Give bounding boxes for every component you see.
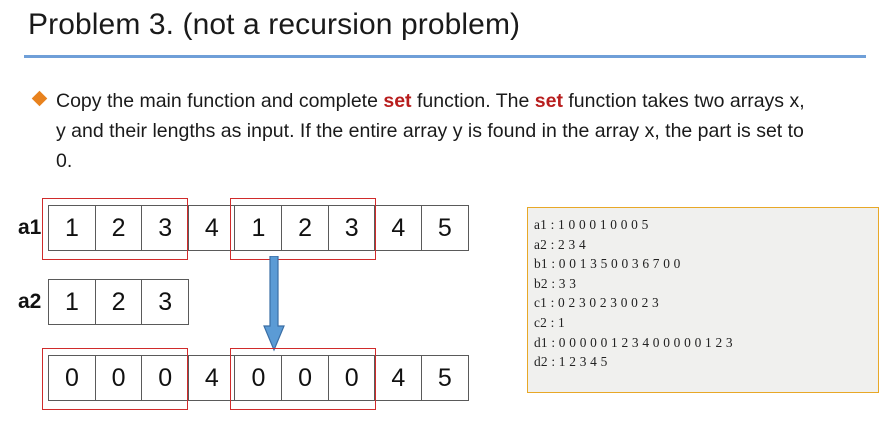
array-diagram: a1 1 2 3 4 1 2 3 4 5 a2 1 2 3 0 0 0 4 0 …	[0, 190, 520, 435]
array-row-a1: 1 2 3 4 1 2 3 4 5	[48, 205, 469, 251]
array-cell: 0	[234, 355, 283, 401]
array-cell: 0	[48, 355, 96, 401]
title-divider	[24, 55, 866, 58]
output-line: c2 : 1	[534, 314, 565, 330]
output-line: a1 : 1 0 0 0 1 0 0 0 5	[534, 217, 649, 232]
array-cell: 1	[48, 279, 96, 325]
output-line: a2 : 2 3 4	[534, 236, 586, 252]
array-cell: 2	[94, 279, 143, 325]
page-title: Problem 3. (not a recursion problem)	[28, 8, 521, 41]
array-row-a2: 1 2 3	[48, 279, 190, 325]
array-cell: 5	[420, 355, 469, 401]
array-cell: 3	[141, 205, 190, 251]
array-cell: 4	[187, 355, 236, 401]
array-cell: 3	[141, 279, 190, 325]
bullet-text-part1: Copy the main function and complete	[56, 90, 384, 112]
array-cell: 1	[234, 205, 283, 251]
bullet-paragraph: Copy the main function and complete set …	[31, 86, 814, 176]
array-cell: 4	[374, 205, 423, 251]
array-cell: 4	[187, 205, 236, 251]
array-cell: 4	[374, 355, 423, 401]
array-cell: 2	[94, 205, 143, 251]
output-line: b1 : 0 0 1 3 5 0 0 3 6 7 0 0	[534, 256, 681, 272]
array-cell: 1	[48, 205, 96, 251]
array-cell: 5	[420, 205, 469, 251]
array-cell: 2	[281, 205, 330, 251]
bullet-text: Copy the main function and complete set …	[56, 86, 814, 176]
array-cell: 0	[281, 355, 330, 401]
array-cell: 0	[327, 355, 376, 401]
output-line: d2 : 1 2 3 4 5	[534, 354, 608, 370]
output-line: b2 : 3 3	[534, 275, 577, 291]
array-cell: 0	[94, 355, 143, 401]
console-output-panel: a1 : 1 0 0 0 1 0 0 0 5 a2 : 2 3 4 b1 : 0…	[527, 207, 879, 393]
output-line: c1 : 0 2 3 0 2 3 0 0 2 3	[534, 295, 659, 311]
array-label-a1: a1	[18, 216, 42, 239]
output-line: d1 : 0 0 0 0 0 1 2 3 4 0 0 0 0 0 1 2 3	[534, 334, 733, 350]
keyword-set-1: set	[383, 90, 412, 112]
bullet-text-part2: function. The	[411, 90, 535, 112]
bullet-text-part3: function takes two arrays x, y and their…	[56, 90, 805, 172]
array-row-result: 0 0 0 4 0 0 0 4 5	[48, 355, 469, 401]
array-label-a2: a2	[18, 290, 42, 313]
down-arrow-icon	[263, 256, 285, 352]
array-cell: 3	[327, 205, 376, 251]
keyword-set-2: set	[534, 90, 563, 112]
diamond-bullet-icon	[31, 90, 48, 107]
array-cell: 0	[141, 355, 190, 401]
